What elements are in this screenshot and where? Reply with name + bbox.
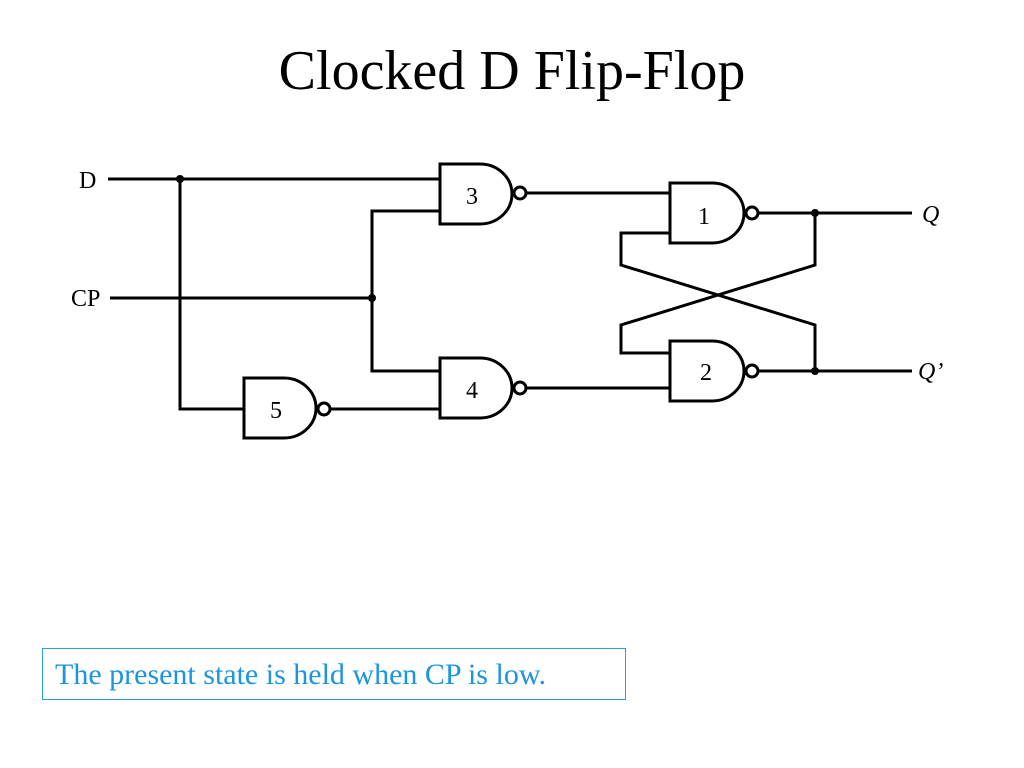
inversion-bubble bbox=[512, 185, 528, 201]
inversion-bubble bbox=[316, 401, 332, 417]
junction-dot bbox=[176, 175, 184, 183]
wire-q-prime-feedback-to-gate-1 bbox=[619, 231, 817, 371]
gate-label: 2 bbox=[700, 360, 712, 386]
wire-cp-to-gate-4 bbox=[370, 298, 440, 373]
nand-gate-body bbox=[242, 376, 318, 440]
gate-label: 3 bbox=[466, 184, 478, 210]
circuit-diagram: 3 4 5 1 2 D CP Q Q’ bbox=[71, 162, 943, 440]
input-cp-label: CP bbox=[71, 286, 100, 312]
junctions bbox=[176, 175, 819, 375]
inversion-bubble bbox=[512, 380, 528, 396]
nand-gate-body bbox=[668, 339, 746, 403]
gate-1: 1 bbox=[668, 181, 760, 245]
gate-label: 4 bbox=[466, 378, 478, 404]
wires bbox=[108, 177, 912, 411]
inversion-bubble bbox=[744, 205, 760, 221]
junction-dot bbox=[811, 209, 819, 217]
gate-4: 4 bbox=[438, 356, 528, 420]
gate-label: 1 bbox=[698, 204, 710, 230]
nand-gate-body bbox=[438, 356, 514, 420]
gate-3: 3 bbox=[438, 162, 528, 226]
input-d-label: D bbox=[79, 168, 96, 194]
note-text: The present state is held when CP is low… bbox=[55, 658, 547, 691]
note-box: The present state is held when CP is low… bbox=[42, 648, 626, 700]
output-q-label: Q bbox=[922, 202, 939, 228]
nand-gate-body bbox=[668, 181, 746, 245]
wire-cp-to-gate-3 bbox=[370, 209, 440, 298]
gate-2: 2 bbox=[668, 339, 760, 403]
junction-dot bbox=[368, 294, 376, 302]
gate-5: 5 bbox=[242, 376, 332, 440]
inversion-bubble bbox=[744, 363, 760, 379]
slide-title: Clocked D Flip-Flop bbox=[278, 40, 746, 102]
nand-gate-body bbox=[438, 162, 514, 226]
gate-label: 5 bbox=[270, 398, 282, 424]
junction-dot bbox=[811, 367, 819, 375]
wire-d-to-gate-5 bbox=[178, 179, 244, 411]
output-q-prime-label: Q’ bbox=[918, 359, 943, 385]
wire-q-feedback-to-gate-2 bbox=[619, 213, 817, 355]
